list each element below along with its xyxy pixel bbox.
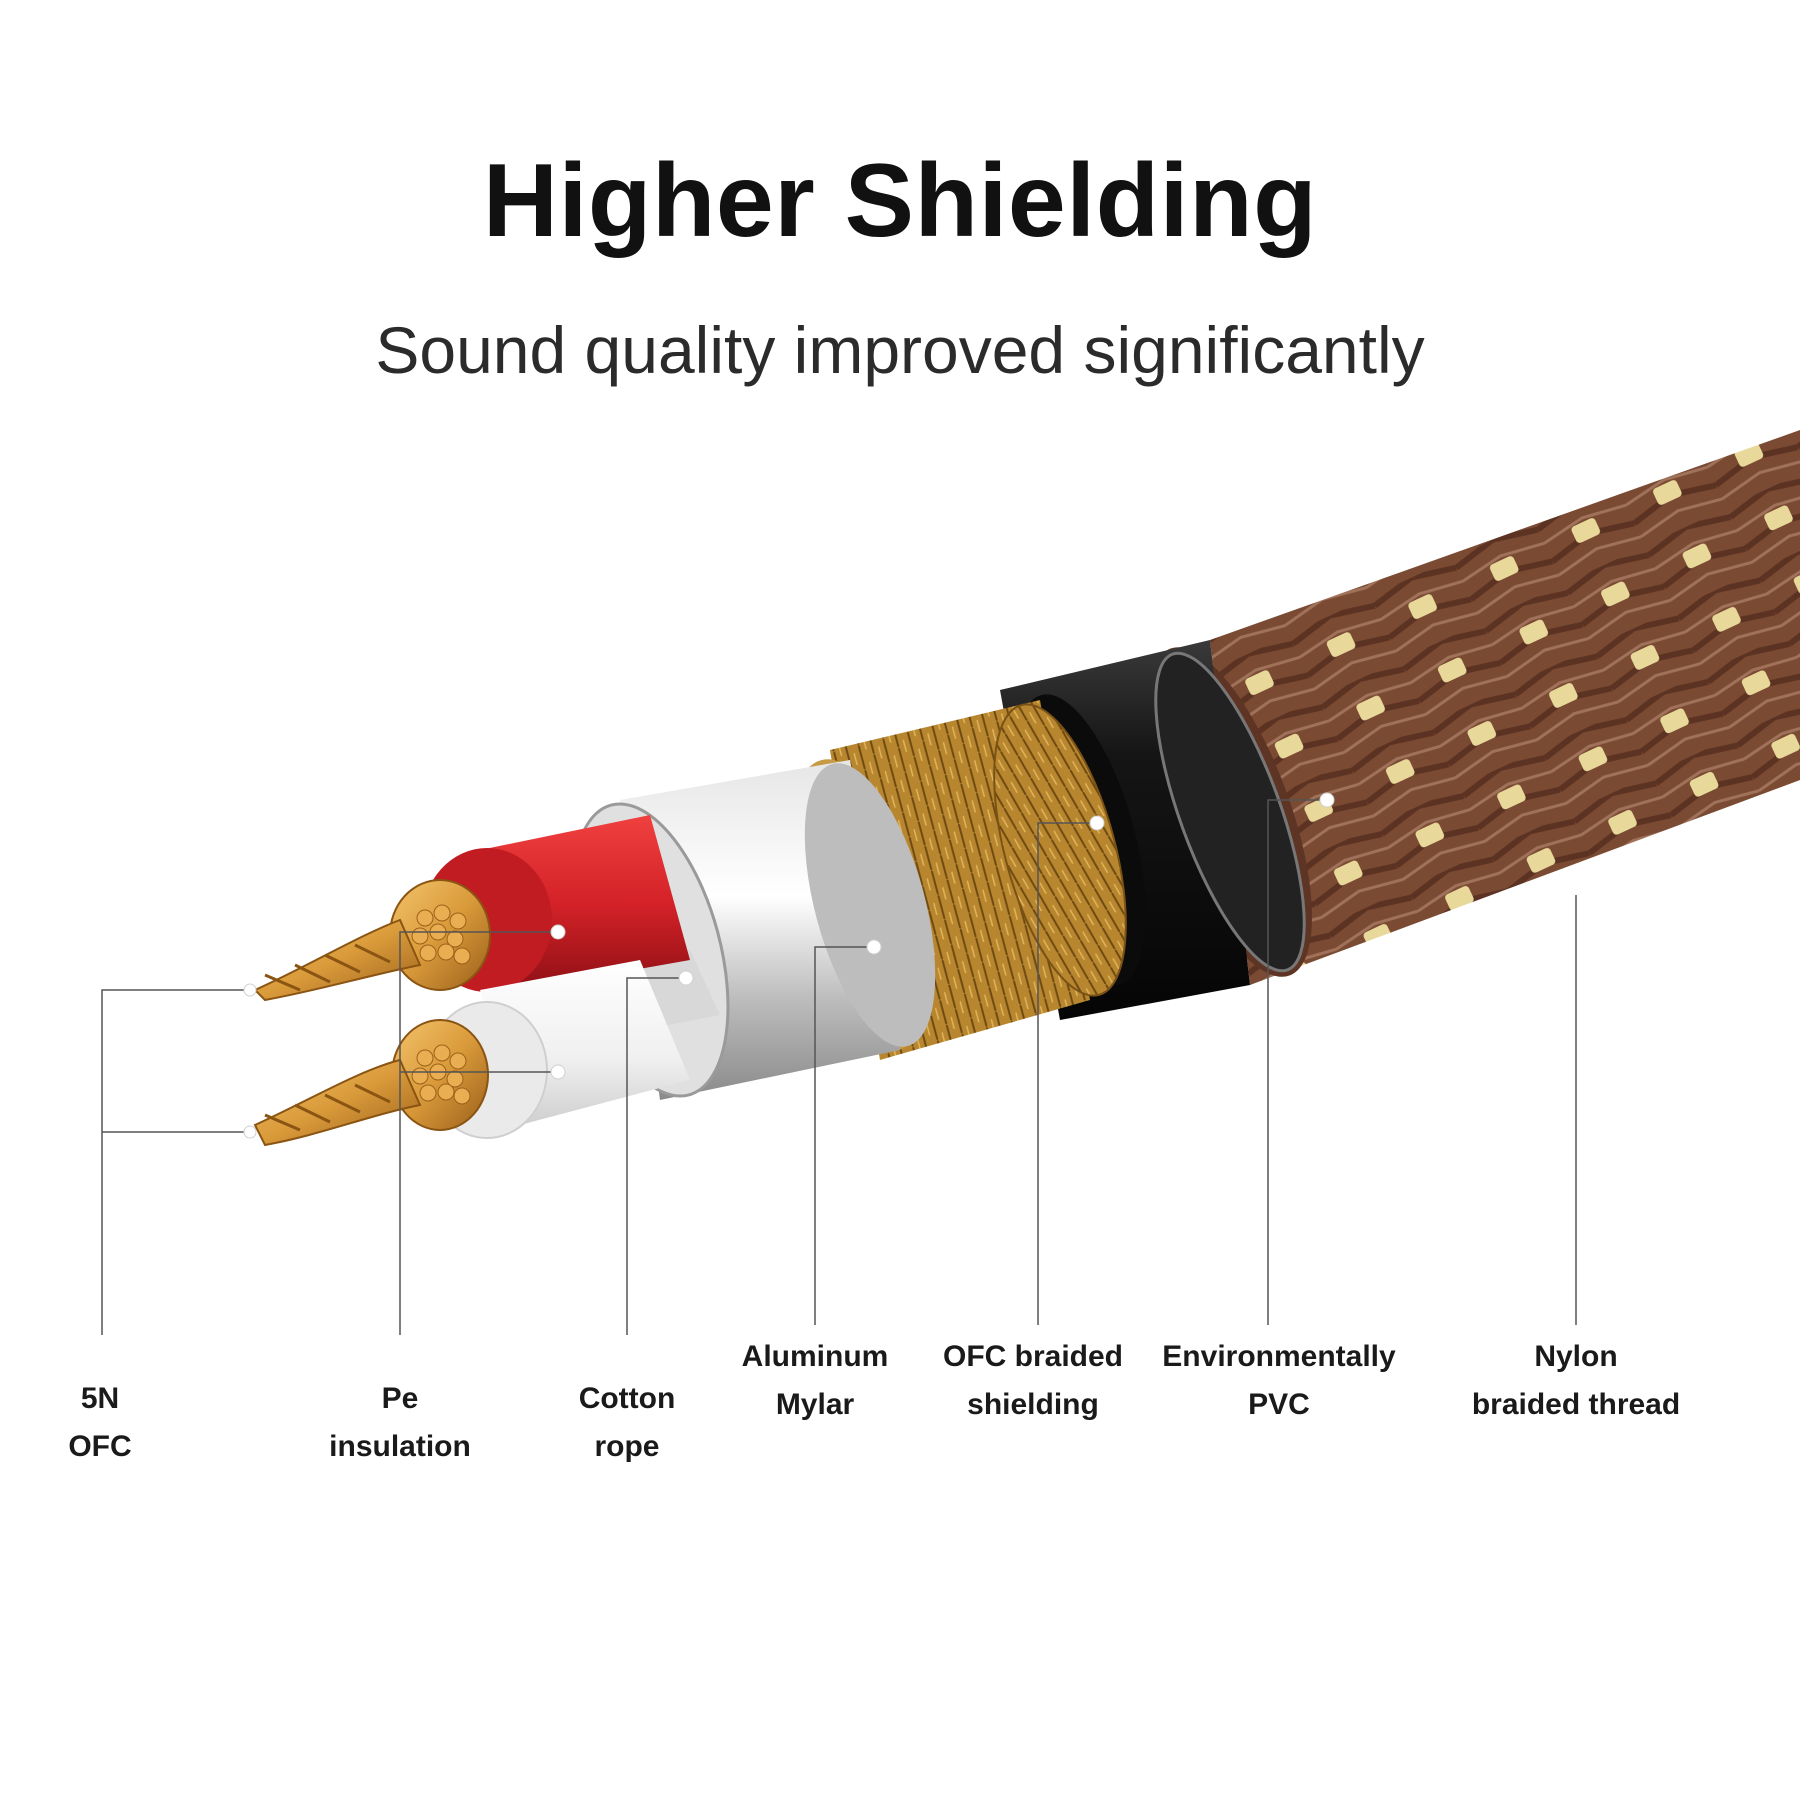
label-cotton-rope-line1: Cotton	[578, 1382, 676, 1415]
label-environmentally-pvc: Environmentally PVC	[1139, 1333, 1419, 1429]
pointer-dot-ofc-braided-shielding	[1089, 815, 1105, 831]
label-nylon-braided-thread-line1: Nylon	[1534, 1340, 1618, 1373]
label-pe-insulation: Pe insulation	[260, 1375, 540, 1471]
label-cotton-rope-line2: rope	[594, 1430, 660, 1463]
page-subtitle: Sound quality improved significantly	[375, 313, 1425, 387]
leader-lines	[101, 799, 1577, 1335]
label-aluminum-mylar: Aluminum Mylar	[675, 1333, 955, 1429]
leader-line-cotton-rope	[626, 977, 686, 1335]
label-nylon-braided-thread-line2: braided thread	[1471, 1388, 1681, 1421]
label-ofc-braided-shielding: OFC braided shielding	[893, 1333, 1173, 1429]
label-ofc-braided-shielding-line2: shielding	[967, 1388, 1099, 1421]
label-5n-ofc-line1: 5N	[80, 1382, 120, 1415]
pointer-dot-pe-insulation-second	[550, 1064, 566, 1080]
label-pe-insulation-line1: Pe	[381, 1382, 419, 1415]
leader-line-environmentally-pvc	[1267, 799, 1327, 1325]
pointer-dots	[243, 792, 1335, 1139]
pointer-dot-5n-ofc	[243, 983, 257, 997]
label-nylon-braided-thread: Nylon braided thread	[1436, 1333, 1716, 1429]
pointer-dot-aluminum-mylar	[866, 939, 882, 955]
leader-line-pe-insulation	[399, 931, 558, 1335]
leader-line-5n-ofc	[101, 989, 248, 1335]
label-environmentally-pvc-line1: Environmentally	[1162, 1340, 1396, 1373]
label-5n-ofc: 5N OFC	[0, 1375, 240, 1471]
label-aluminum-mylar-line1: Aluminum	[741, 1340, 889, 1373]
pointer-dot-environmentally-pvc	[1319, 792, 1335, 808]
pointer-dot-cotton-rope	[678, 970, 694, 986]
label-ofc-braided-shielding-line1: OFC braided	[942, 1340, 1123, 1373]
white-pe-insulated-conductor	[253, 960, 690, 1147]
red-pe-insulated-conductor	[253, 815, 690, 1002]
leader-line-ofc-braided-shielding	[1037, 822, 1097, 1325]
page-title: Higher Shielding	[482, 143, 1318, 259]
label-5n-ofc-line2: OFC	[68, 1430, 132, 1463]
label-cotton-rope: Cotton rope	[487, 1375, 767, 1471]
pointer-dot-pe-insulation	[550, 924, 566, 940]
label-environmentally-pvc-line2: PVC	[1248, 1388, 1310, 1421]
label-pe-insulation-line2: insulation	[329, 1430, 471, 1463]
label-aluminum-mylar-line2: Mylar	[775, 1388, 855, 1421]
leader-line-aluminum-mylar	[814, 946, 874, 1325]
pointer-dot-5n-ofc-second	[243, 1125, 257, 1139]
